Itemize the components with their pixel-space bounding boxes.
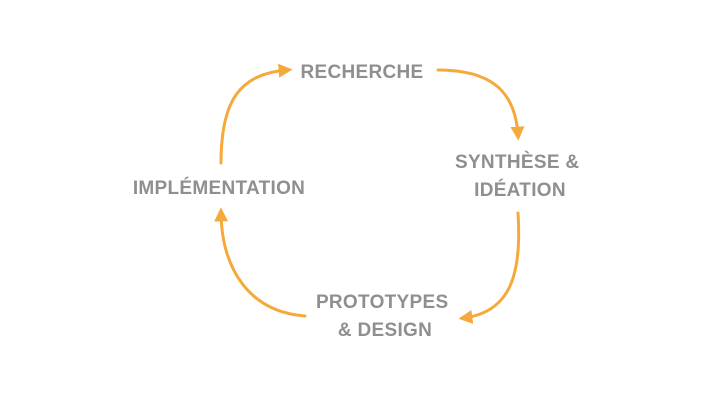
stage-research-label: RECHERCHE bbox=[300, 62, 423, 83]
stage-synthesis-line-2: IDÉATION bbox=[474, 179, 566, 201]
stage-implementation-label: IMPLÉMENTATION bbox=[133, 177, 305, 199]
stage-research-line: RECHERCHE bbox=[300, 62, 423, 83]
stage-synthesis-label: SYNTHÈSE & IDÉATION bbox=[455, 151, 585, 201]
stage-prototypes-line-1: PROTOTYPES bbox=[316, 292, 449, 313]
stage-prototypes-label: PROTOTYPES & DESIGN bbox=[316, 292, 454, 341]
arrow-prototypes-to-implementation bbox=[214, 207, 307, 318]
arrow-synthesis-to-prototypes bbox=[458, 211, 521, 324]
stage-synthesis-line-1: SYNTHÈSE & bbox=[455, 151, 579, 173]
stage-implementation-line: IMPLÉMENTATION bbox=[133, 177, 305, 199]
arrow-implementation-to-research bbox=[219, 63, 293, 165]
stage-prototypes-line-2: & DESIGN bbox=[338, 320, 432, 341]
arrow-research-to-synthesis bbox=[436, 68, 525, 141]
